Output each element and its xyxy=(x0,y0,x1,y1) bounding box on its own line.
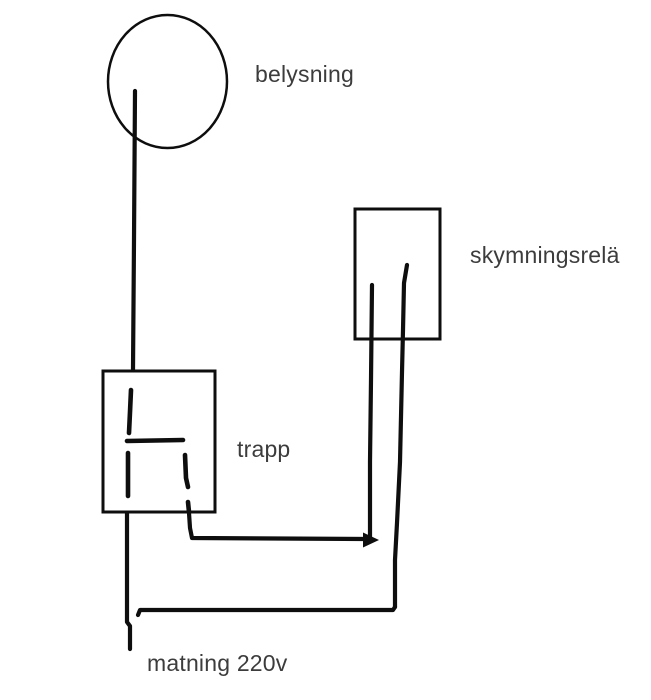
arrowhead-icon xyxy=(363,532,379,548)
wire-supply-feed xyxy=(124,510,133,652)
switch-label: trapp xyxy=(237,436,290,462)
relay-wire-left xyxy=(367,282,375,540)
lamp-label: belysning xyxy=(255,61,354,87)
wire-lamp-to-switch xyxy=(130,88,138,373)
supply-label: matning 220v xyxy=(147,650,288,676)
wire-return-bottom xyxy=(135,604,398,618)
relay-box xyxy=(353,207,442,341)
lamp-symbol xyxy=(106,13,229,150)
switch-contact-marks xyxy=(124,387,192,515)
switch-box xyxy=(101,369,217,514)
relay-label: skymningsrelä xyxy=(470,242,620,268)
relay-wire-right xyxy=(392,262,410,610)
wire-switch-to-relay xyxy=(186,510,369,542)
